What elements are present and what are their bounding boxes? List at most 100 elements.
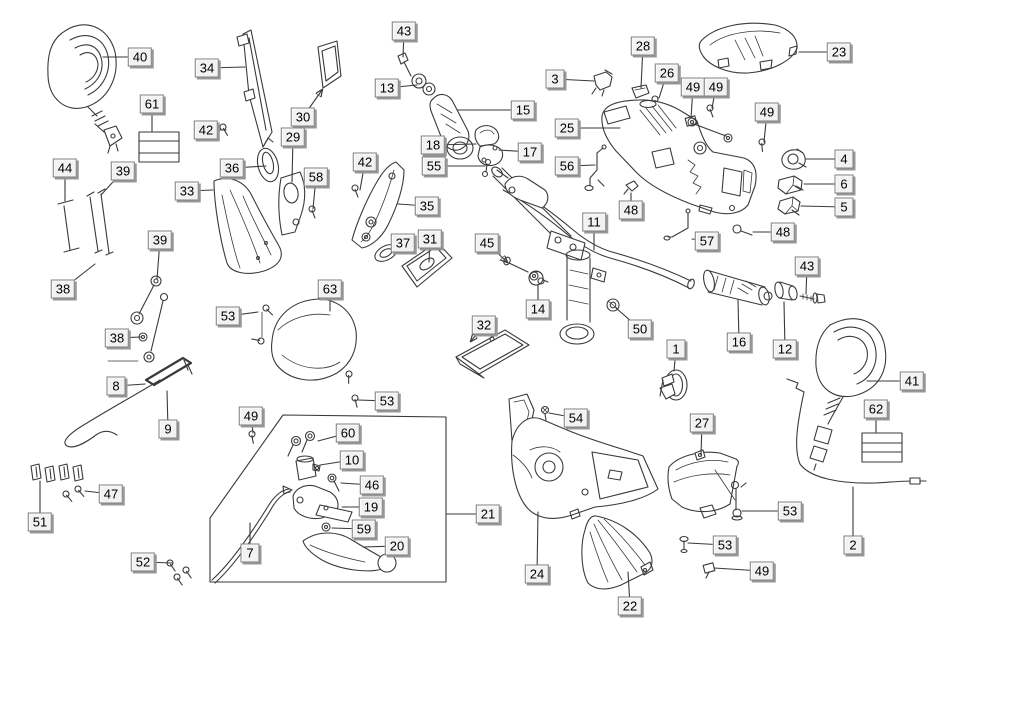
callout-63[interactable]: 63 (317, 279, 343, 299)
callout-47[interactable]: 47 (98, 484, 124, 504)
callout-37[interactable]: 37 (390, 233, 416, 253)
callout-49[interactable]: 49 (680, 77, 706, 97)
callout-49[interactable]: 49 (238, 406, 264, 426)
callout-33[interactable]: 33 (174, 181, 200, 201)
callout-62[interactable]: 62 (863, 399, 889, 419)
callout-53[interactable]: 53 (777, 501, 803, 521)
part-17-clamp-half (477, 144, 504, 167)
callout-8[interactable]: 8 (106, 376, 126, 396)
callout-35[interactable]: 35 (414, 196, 440, 216)
callout-45[interactable]: 45 (474, 233, 500, 253)
callout-24[interactable]: 24 (524, 564, 550, 584)
callout-16[interactable]: 16 (726, 332, 752, 352)
callout-40[interactable]: 40 (127, 47, 153, 67)
callout-61[interactable]: 61 (139, 94, 165, 114)
callout-36[interactable]: 36 (219, 158, 245, 178)
part-49-clip (684, 115, 698, 127)
part-9-cable (64, 379, 161, 448)
part-15-throttle-pipe (429, 93, 474, 160)
callout-3[interactable]: 3 (545, 69, 565, 89)
callout-60[interactable]: 60 (335, 423, 361, 443)
callout-13[interactable]: 13 (374, 78, 400, 98)
callout-54[interactable]: 54 (563, 408, 589, 428)
part-35-blade (351, 161, 405, 249)
callout-53[interactable]: 53 (374, 391, 400, 411)
callout-22[interactable]: 22 (617, 596, 643, 616)
callout-10[interactable]: 10 (339, 450, 365, 470)
callout-53[interactable]: 53 (215, 306, 241, 326)
part-48-clip (623, 180, 639, 195)
callout-28[interactable]: 28 (630, 36, 656, 56)
part-44-rod (57, 199, 80, 253)
callout-17[interactable]: 17 (517, 142, 543, 162)
callout-49[interactable]: 49 (754, 102, 780, 122)
callout-34[interactable]: 34 (194, 58, 220, 78)
callout-7[interactable]: 7 (240, 543, 260, 563)
callout-14[interactable]: 14 (525, 299, 551, 319)
callout-39[interactable]: 39 (147, 230, 173, 250)
callout-43[interactable]: 43 (391, 21, 417, 41)
callout-59[interactable]: 59 (351, 519, 377, 539)
part-59-nut (321, 522, 331, 532)
callout-21[interactable]: 21 (475, 504, 501, 524)
callout-42[interactable]: 42 (193, 120, 219, 140)
callout-6[interactable]: 6 (834, 174, 854, 194)
callout-48[interactable]: 48 (618, 200, 644, 220)
callout-50[interactable]: 50 (627, 319, 653, 339)
part-27-panel (667, 449, 739, 519)
part-53-link (730, 480, 747, 521)
part-54-screw (540, 405, 550, 421)
callout-42[interactable]: 42 (352, 152, 378, 172)
callout-11[interactable]: 11 (582, 212, 606, 232)
callout-31[interactable]: 31 (417, 229, 443, 249)
callout-57[interactable]: 57 (694, 231, 720, 251)
callout-51[interactable]: 51 (27, 512, 53, 532)
callout-19[interactable]: 19 (358, 497, 384, 517)
callout-52[interactable]: 52 (130, 552, 156, 572)
callout-9[interactable]: 9 (158, 419, 178, 439)
callout-53[interactable]: 53 (712, 535, 738, 555)
part-2-cable (786, 378, 927, 485)
callout-25[interactable]: 25 (554, 118, 580, 138)
callout-38[interactable]: 38 (104, 328, 130, 348)
callout-12[interactable]: 12 (772, 339, 798, 359)
part-56-bracket (584, 144, 607, 192)
callout-5[interactable]: 5 (834, 197, 854, 217)
part-34-trim-strip (236, 29, 274, 148)
callout-18[interactable]: 18 (420, 135, 446, 155)
callout-56[interactable]: 56 (554, 156, 580, 176)
callout-49[interactable]: 49 (749, 561, 775, 581)
part-31-plate (401, 241, 453, 288)
callout-41[interactable]: 41 (899, 371, 925, 391)
callout-23[interactable]: 23 (826, 42, 852, 62)
callout-48[interactable]: 48 (770, 222, 796, 242)
callout-26[interactable]: 26 (654, 63, 680, 83)
callout-55[interactable]: 55 (421, 156, 447, 176)
callout-38[interactable]: 38 (50, 279, 76, 299)
callout-58[interactable]: 58 (303, 167, 329, 187)
callout-46[interactable]: 46 (359, 475, 385, 495)
callout-2[interactable]: 2 (843, 535, 863, 555)
part-55-screw (481, 158, 492, 178)
part-61-spec-box (138, 131, 180, 163)
callout-29[interactable]: 29 (280, 127, 306, 147)
part-19-lever-bracket (292, 484, 353, 523)
callout-44[interactable]: 44 (52, 158, 78, 178)
callout-32[interactable]: 32 (471, 315, 497, 335)
part-60-bolts (287, 430, 316, 457)
part-41-right-mirror (809, 318, 887, 471)
callout-20[interactable]: 20 (384, 536, 410, 556)
callout-49[interactable]: 49 (703, 77, 729, 97)
callout-1[interactable]: 1 (666, 339, 686, 359)
part-10-clamp (295, 455, 321, 481)
callout-4[interactable]: 4 (834, 149, 854, 169)
callout-15[interactable]: 15 (510, 100, 536, 120)
callout-39[interactable]: 39 (110, 161, 136, 181)
part-22-cover (581, 515, 654, 590)
part-39-rods (86, 188, 114, 256)
callout-30[interactable]: 30 (290, 107, 316, 127)
callout-27[interactable]: 27 (689, 413, 715, 433)
callout-43[interactable]: 43 (794, 256, 820, 276)
